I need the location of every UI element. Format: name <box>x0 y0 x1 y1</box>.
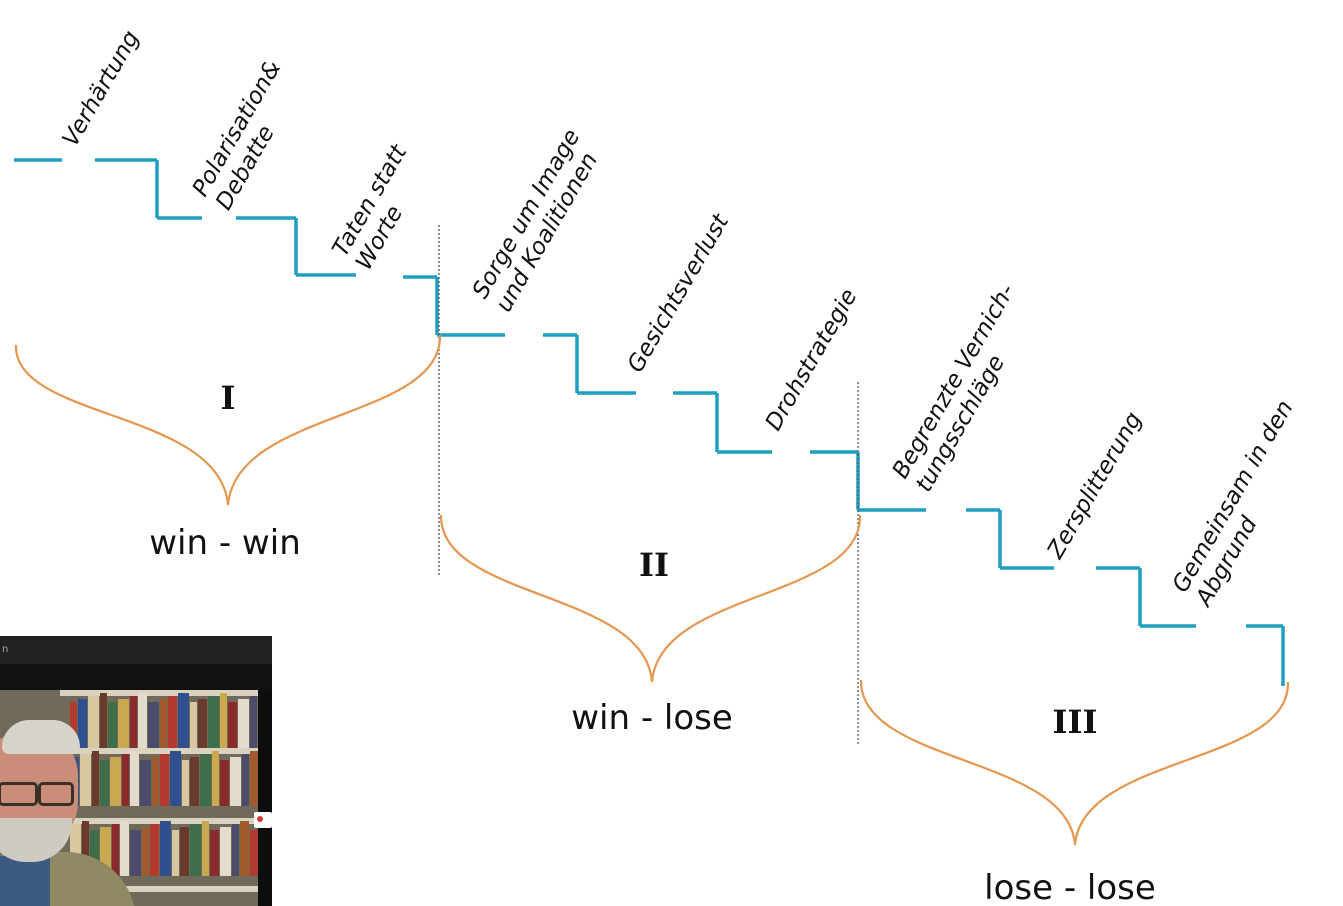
book-spine <box>118 699 129 748</box>
book-spine <box>198 699 207 748</box>
step-label-line: Gesichtsverlust <box>623 209 735 377</box>
book-spine <box>122 754 129 806</box>
bookshelf-board <box>60 748 258 754</box>
book-spine <box>182 760 189 806</box>
phase-2-numeral: II <box>639 546 669 584</box>
book-spine <box>242 754 249 806</box>
book-spine <box>140 760 151 806</box>
step-label-3: Taten stattWorte <box>328 140 436 275</box>
book-spine <box>228 702 237 748</box>
step-label-8: Zersplitterung <box>1042 408 1147 564</box>
book-spine <box>100 693 107 748</box>
book-spine <box>120 821 129 876</box>
bookshelf-board <box>60 886 258 892</box>
book-spine <box>152 757 159 806</box>
phase-brace <box>859 679 1290 846</box>
book-spine <box>180 827 189 876</box>
glasses-icon <box>38 782 74 806</box>
book-spine <box>130 830 141 876</box>
phase-3-outcome: lose - lose <box>984 868 1156 906</box>
step-label-7: Begrenzte Vernich-tungsschläge <box>888 280 1044 497</box>
phase-3-numeral: III <box>1053 703 1098 741</box>
book-spine <box>110 757 121 806</box>
book-spine <box>250 751 258 806</box>
book-spine <box>210 830 219 876</box>
book-spine <box>168 696 177 748</box>
book-spine <box>108 702 117 748</box>
book-spine <box>220 760 229 806</box>
person-shirt <box>0 856 50 906</box>
book-spine <box>70 824 81 876</box>
app-badge-icon <box>254 812 272 828</box>
phase-1-numeral: I <box>221 379 236 417</box>
book-spine <box>170 751 181 806</box>
book-spine <box>88 696 99 748</box>
bookshelf-board <box>60 690 258 696</box>
step-label-line: Zersplitterung <box>1042 408 1147 564</box>
book-spine <box>160 754 169 806</box>
book-spine <box>190 702 197 748</box>
phase-brace <box>439 514 862 683</box>
step-label-1: Verhärtung <box>58 26 145 151</box>
step-label-6: Drohstrategie <box>761 285 863 435</box>
book-spine <box>160 699 167 748</box>
phase-1-outcome: win - win <box>149 523 301 563</box>
book-spine <box>130 751 139 806</box>
book-spine <box>220 827 231 876</box>
step-label-4: Sorge um Imageund Koalitionen <box>468 125 609 316</box>
book-spine <box>100 760 109 806</box>
step-label-5: Gesichtsverlust <box>623 209 735 377</box>
book-spine <box>142 827 149 876</box>
book-spine <box>232 824 239 876</box>
book-spine <box>100 827 111 876</box>
book-spine <box>130 696 137 748</box>
book-spine <box>112 824 119 876</box>
phase-2-outcome: win - lose <box>571 698 733 738</box>
book-spine <box>190 824 201 876</box>
step-label-line: Drohstrategie <box>761 285 863 435</box>
book-spine <box>212 751 219 806</box>
book-spine <box>150 824 159 876</box>
step-label-line: Verhärtung <box>58 26 145 151</box>
book-spine <box>90 830 99 876</box>
book-spine <box>172 830 179 876</box>
book-spine <box>82 821 89 876</box>
book-spine <box>148 702 159 748</box>
phase-braces <box>14 334 1290 846</box>
book-spine <box>138 693 147 748</box>
bookshelf-board <box>60 818 258 824</box>
book-spine <box>200 754 211 806</box>
phase-brace <box>14 334 442 506</box>
webcam-overlay[interactable]: n <box>0 636 272 906</box>
book-spine <box>250 696 257 748</box>
step-label-9: Gemeinsam in denAbgrund <box>1167 396 1322 612</box>
phase-dividers <box>438 225 859 745</box>
book-spine <box>220 693 227 748</box>
book-spine <box>230 757 241 806</box>
webcam-video <box>0 690 258 906</box>
person-hair <box>2 720 80 754</box>
glasses-icon <box>0 782 38 806</box>
book-spine <box>208 696 219 748</box>
webcam-title: n <box>2 644 9 655</box>
webcam-title-bar: n <box>0 636 272 665</box>
book-spine <box>160 821 171 876</box>
book-spine <box>238 699 249 748</box>
book-spine <box>250 830 258 876</box>
escalation-staircase <box>14 158 1285 686</box>
step-label-2: Polarisation&Debatte <box>188 56 310 214</box>
book-spine <box>240 821 249 876</box>
book-spine <box>78 699 87 748</box>
book-spine <box>202 821 209 876</box>
webcam-toolbar <box>0 664 272 690</box>
book-spine <box>92 751 99 806</box>
book-spine <box>70 702 77 748</box>
book-spine <box>80 754 91 806</box>
book-spine <box>178 693 189 748</box>
book-spine <box>190 757 199 806</box>
webcam-edge <box>258 690 272 906</box>
